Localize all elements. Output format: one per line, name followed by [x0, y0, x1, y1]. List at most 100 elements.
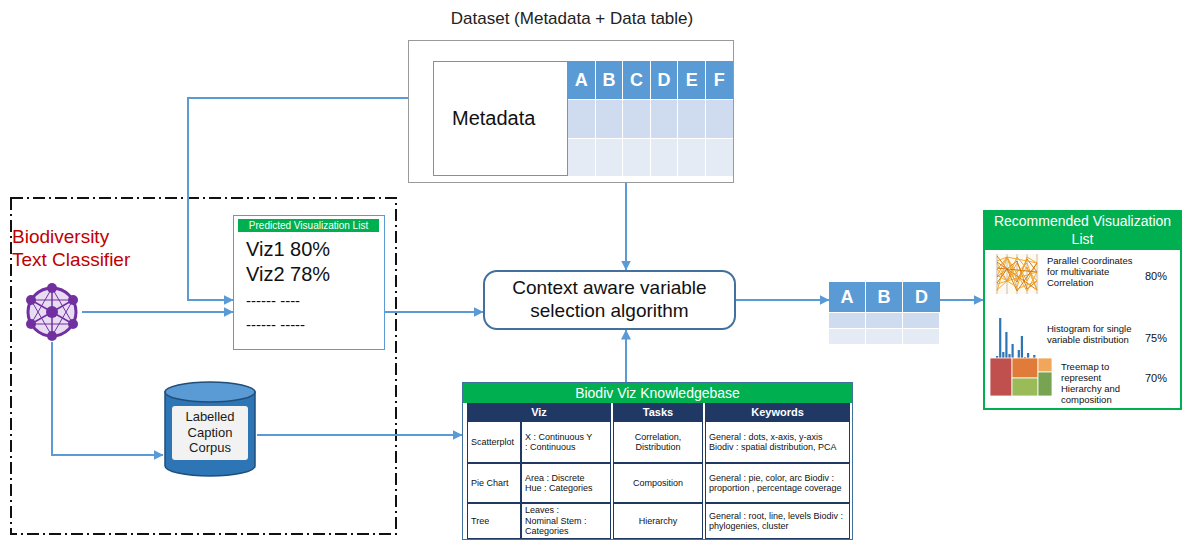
- table-header-cell: D: [903, 282, 940, 312]
- kb-column-header: Tasks: [613, 403, 703, 421]
- icon-node: [26, 295, 36, 305]
- icon-link: [31, 300, 73, 301]
- kb-cell: Tree: [467, 503, 521, 539]
- icon-node: [68, 295, 78, 305]
- table-cell: [596, 139, 623, 177]
- bar: [1005, 332, 1007, 362]
- icon-node: [47, 283, 57, 293]
- kb-column-header: Viz: [467, 403, 611, 421]
- dataset-box: Dataset (Metadata + Data table)MetadataA…: [408, 40, 734, 183]
- parallel-coordinates-thumbnail: [995, 254, 1039, 294]
- treemap-cell: [1038, 358, 1052, 372]
- table-cell: [596, 100, 623, 138]
- network-icon: [22, 282, 82, 342]
- table-header-cell: A: [829, 282, 865, 312]
- connector-arrow: [625, 183, 627, 270]
- connector-arrow: [52, 342, 163, 455]
- bar: [999, 318, 1001, 362]
- axis: [1007, 254, 1008, 294]
- dataset-title: Dataset (Metadata + Data table): [389, 9, 755, 29]
- item-label: Parallel Coordinates for multivariate Co…: [1047, 256, 1135, 289]
- table-cell: [903, 329, 939, 344]
- data-line: [997, 257, 1037, 291]
- connector-arrow: [625, 330, 627, 382]
- table-header-cell: C: [623, 61, 650, 99]
- thumb-bg: [995, 254, 1039, 294]
- data-line: [997, 257, 1037, 281]
- kb-cell: Area : Discrete Hue : Categories: [521, 463, 611, 503]
- item-label: Treemap to represent Hierarchy and compo…: [1061, 362, 1141, 406]
- recommendation-box: Recommended Visualization ListParallel C…: [983, 210, 1182, 410]
- axis: [997, 254, 998, 294]
- kb-cell: Hierarchy: [613, 503, 703, 539]
- connector-arrow: [736, 299, 829, 301]
- table-cell: [678, 100, 705, 138]
- data-line: [997, 257, 1037, 289]
- kb-header: Biodiv Viz Knowledgebase: [463, 383, 852, 403]
- kb-cell: General : root, line, levels Biodiv : ph…: [705, 503, 850, 539]
- list-header: Predicted Visualization List: [238, 219, 379, 232]
- table-cell: [706, 139, 733, 177]
- percent-label: 75%: [1145, 332, 1167, 344]
- kb-cell: Scatterplot: [467, 421, 521, 463]
- kb-cell: General : pie, color, arc Biodiv : propo…: [705, 463, 850, 503]
- cylinder-label-plate: [172, 406, 248, 460]
- icon-link: [52, 300, 73, 336]
- list-placeholder: ------ ----: [246, 292, 300, 309]
- treemap-cell: [1012, 358, 1038, 378]
- table-cell: [651, 100, 678, 138]
- table-cell: [651, 139, 678, 177]
- result-table: ABD: [829, 282, 940, 345]
- histogram-thumbnail: [995, 318, 1037, 362]
- table-cell: [866, 329, 902, 344]
- list-placeholder: ------ -----: [246, 316, 305, 333]
- data-line: [997, 257, 1037, 291]
- table-cell: [623, 139, 650, 177]
- metadata-box: Metadata: [433, 61, 568, 176]
- table-header-cell: B: [596, 61, 623, 99]
- data-line: [997, 257, 1037, 287]
- connector-arrow: [188, 98, 433, 300]
- kb-cell: Correlation, Distribution: [613, 421, 703, 463]
- table-cell: [706, 100, 733, 138]
- table-cell: [568, 100, 595, 138]
- table-cell: [866, 313, 902, 328]
- kb-cell: General : dots, x-axis, y-axis Biodiv : …: [705, 421, 850, 463]
- table-cell: [903, 313, 939, 328]
- classifier-label: Biodiversity Text Classifier: [12, 226, 148, 272]
- table-cell: [829, 313, 865, 328]
- cylinder-body: [165, 392, 255, 476]
- kb-cell: Leaves : Nominal Stem : Categories: [521, 503, 611, 539]
- treemap-cell: [990, 358, 1012, 396]
- treemap-cell: [1012, 378, 1038, 396]
- data-line: [997, 268, 1037, 272]
- table-header-cell: D: [651, 61, 678, 99]
- kb-cell: X : Continuous Y : Continuous: [521, 421, 611, 463]
- icon-node: [26, 319, 36, 329]
- kb-cell: Pie Chart: [467, 463, 521, 503]
- classifier-node: Biodiversity Text Classifier: [12, 226, 162, 344]
- table-header-cell: B: [866, 282, 902, 312]
- process-label: Context aware variable selection algorit…: [497, 277, 722, 323]
- table-header-cell: F: [706, 61, 733, 99]
- corpus-cylinder: Labelled Caption Corpus: [163, 380, 257, 478]
- cylinder-label: Labelled Caption Corpus: [175, 409, 245, 456]
- cylinder-top: [165, 382, 255, 402]
- icon-node: [46, 306, 58, 318]
- table-cell: [623, 100, 650, 138]
- data-line: [997, 257, 1037, 290]
- connector-arrow: [940, 299, 983, 301]
- list-item: Viz2 78%: [246, 263, 330, 286]
- item-label: Histogram for single variable distributi…: [1047, 324, 1135, 346]
- table-header-cell: A: [568, 61, 595, 99]
- icon-link: [31, 288, 52, 324]
- list-item: Viz1 80%: [246, 238, 330, 261]
- table-cell: [568, 139, 595, 177]
- treemap-thumbnail: [990, 358, 1052, 396]
- table-cell: [829, 329, 865, 344]
- kb-column-header: Keywords: [705, 403, 850, 421]
- kb-cell: Composition: [613, 463, 703, 503]
- treemap-cell: [1038, 372, 1052, 396]
- table-cell: [678, 139, 705, 177]
- icon-node: [68, 319, 78, 329]
